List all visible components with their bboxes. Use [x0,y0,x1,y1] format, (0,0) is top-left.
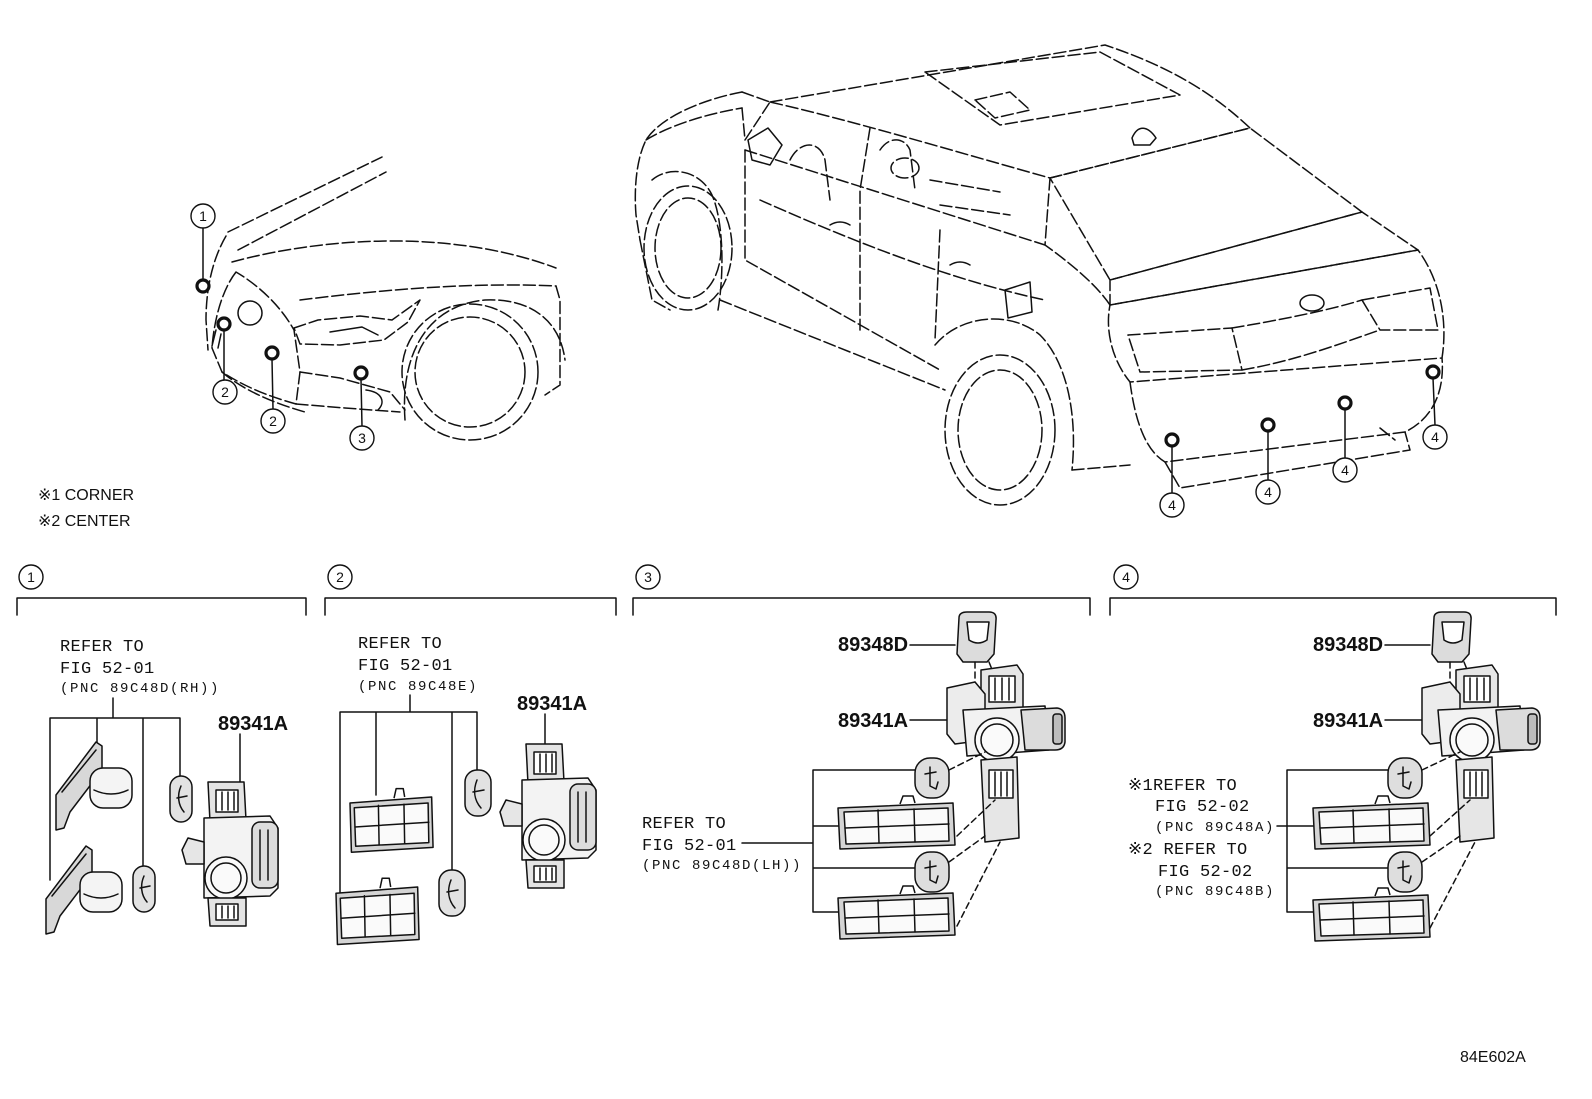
taillight-right [1361,287,1439,331]
callout-front-corner-lh: 3 [349,365,375,451]
section-1: 1 REFER TO FIG 52-01 (PNC 89C48D(RH)) 89… [16,564,307,935]
part-number-sensor: 89341A [1313,710,1383,732]
holder-tag-upper [1387,757,1423,799]
cushion-pad-lower [837,885,956,940]
section-number: 4 [1122,569,1130,585]
refer-center-pnc: (PNC 89C48B) [1155,884,1275,900]
section-number: 1 [27,569,35,585]
ultrasonic-sensor [181,781,279,927]
front-vehicle-illustration [205,156,566,441]
callout-front-center-rh: 2 [212,316,238,405]
section-number: 3 [644,569,652,585]
part-number-sensor: 89341A [838,710,908,732]
refer-corner-label: ※1REFER TO [1128,777,1237,796]
fuel-door [1004,281,1033,319]
holder-tag-lower [132,865,156,913]
rear-vehicle-illustration [634,44,1445,506]
section-number: 2 [336,569,344,585]
svg-text:4: 4 [1431,429,1439,445]
part-number-sensor: 89341A [218,713,288,735]
section-bracket [16,597,307,616]
holder-tag-upper [464,769,492,817]
ultrasonic-sensor [499,743,597,889]
callout-rear-center-lh: 4 [1255,417,1281,505]
section-3: 3 89348D 89341A REFER TO FIG 52-01 (PNC … [632,564,1091,940]
refer-pnc: (PNC 89C48E) [358,679,478,695]
holder-tag-lower [1387,851,1423,893]
holder-tag-lower [914,851,950,893]
refer-figure: FIG 52-01 [642,837,737,856]
refer-center-label: ※2 REFER TO [1128,841,1248,860]
cushion-pad-lower [1312,887,1431,942]
holder-tag-upper [914,757,950,799]
refer-pnc: (PNC 89C48D(RH)) [60,681,220,697]
callout-front-center-lh: 2 [260,345,286,434]
callout-rear-corner-lh: 4 [1159,432,1185,518]
retainer-clip-lower [45,845,123,935]
front-emblem [237,300,263,326]
section-bracket [632,597,1091,616]
svg-text:2: 2 [221,384,229,400]
sensor-assembly [946,611,1066,843]
part-number-retainer: 89348D [838,634,908,656]
sensor-marker [195,278,211,294]
sensor-marker [1164,432,1180,448]
sensor-marker [1337,395,1353,411]
svg-text:1: 1 [199,208,207,224]
retainer-clip-upper [55,741,133,831]
section-4: 4 89348D 89341A ※1REFER TO FIG 52-02 (PN… [1109,564,1557,942]
sensor-marker [1260,417,1276,433]
figure-code: 84E602A [1460,1049,1526,1066]
note-corner: ※1 CORNER [38,487,134,504]
callout-rear-corner-rh: 4 [1422,364,1448,450]
refer-label: REFER TO [358,635,442,654]
svg-text:3: 3 [358,430,366,446]
part-number-retainer: 89348D [1313,634,1383,656]
rear-wheel [944,354,1056,506]
rear-window [1049,127,1363,281]
sensor-marker [1425,364,1441,380]
taillight-left [1127,327,1243,373]
front-wheel [401,303,539,441]
refer-corner-pnc: (PNC 89C48A) [1155,820,1275,836]
cushion-pad-upper [1312,795,1431,850]
front-wheel [643,185,733,311]
antenna [1131,127,1157,146]
section-bracket [1109,597,1557,616]
holder-tag-upper [169,775,193,823]
refer-figure: FIG 52-01 [60,660,155,679]
section-bracket [324,597,617,616]
refer-pnc: (PNC 89C48D(LH)) [642,858,802,874]
sensor-marker [216,316,232,332]
callout-front-corner-rh: 1 [190,203,216,294]
rear-emblem [1299,294,1325,312]
cushion-pad-upper [349,787,434,854]
side-mirror [747,127,783,166]
svg-text:4: 4 [1341,462,1349,478]
sensor-assembly [1421,611,1541,843]
refer-center-figure: FIG 52-02 [1158,863,1253,882]
legend-notes: ※1 CORNER ※2 CENTER [38,487,134,530]
cushion-pad-upper [837,795,956,850]
callout-rear-center-rh: 4 [1332,395,1358,483]
sensor-marker [264,345,280,361]
part-number-sensor: 89341A [517,693,587,715]
svg-text:2: 2 [269,413,277,429]
section-2: 2 REFER TO FIG 52-01 (PNC 89C48E) 89341A [324,564,617,946]
refer-figure: FIG 52-01 [358,657,453,676]
refer-label: REFER TO [60,638,144,657]
refer-label: REFER TO [642,815,726,834]
note-center: ※2 CENTER [38,513,131,530]
svg-text:4: 4 [1264,484,1272,500]
holder-tag-lower [438,869,466,917]
svg-text:4: 4 [1168,497,1176,513]
cushion-pad-lower [335,877,421,946]
refer-corner-figure: FIG 52-02 [1155,798,1250,817]
sensor-marker [353,365,369,381]
